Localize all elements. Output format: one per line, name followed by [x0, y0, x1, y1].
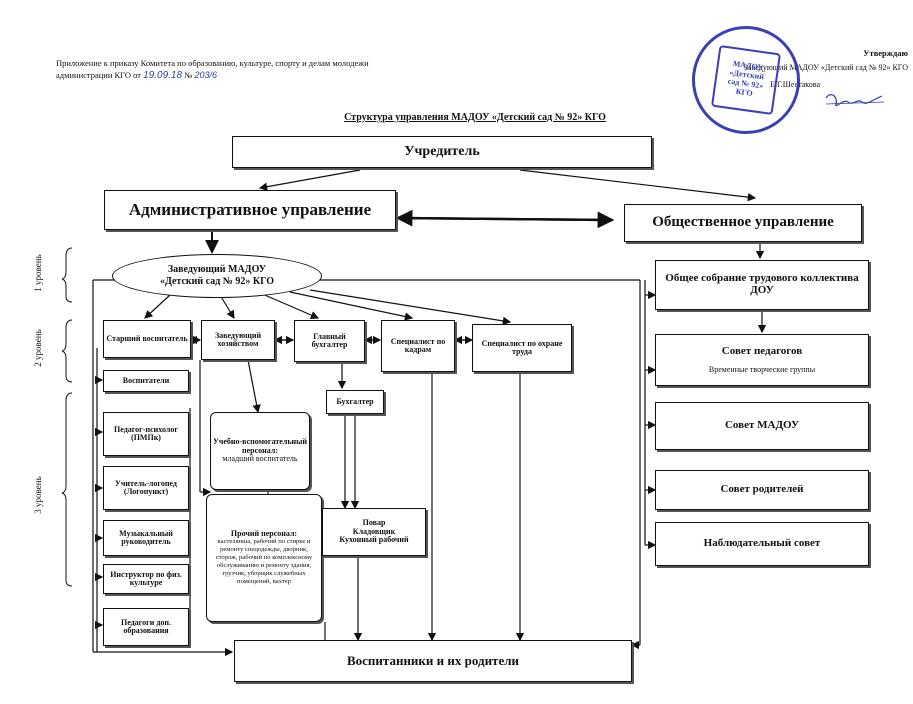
stamp-inner: МАДОУ «Детский сад № 92» КГО: [710, 44, 782, 116]
head-line2: «Детский сад № 92» КГО: [159, 276, 274, 287]
appendix-header: Приложение к приказу Комитета по образов…: [56, 58, 486, 82]
admin-management-label: Административное управление: [128, 200, 372, 220]
accountant-box: Бухгалтер: [326, 390, 384, 414]
head-ellipse: Заведующий МАДОУ «Детский сад № 92» КГО: [112, 254, 322, 298]
level3-item-teachers: Воспитатели: [103, 370, 189, 392]
level3-item-pe-instructor: Инструктор по физ. культуре: [103, 564, 189, 594]
kitchen-staff-box: Повар Кладовщик Кухонный рабочий: [322, 508, 426, 556]
parents-council-label: Совет родителей: [720, 483, 804, 496]
approved-name: Е.Г.Шестакова: [770, 80, 820, 89]
level3-item-psychologist: Педагог-психолог (ПМПк): [103, 412, 189, 456]
appendix-line2: администрации КГО от 19.09.18 № 203/6: [56, 70, 217, 82]
senior-teacher-box: Старший воспитатель: [103, 320, 191, 358]
accountant-label: Бухгалтер: [336, 396, 374, 406]
appendix-no-label: №: [184, 70, 193, 81]
appendix-number: 203/6: [194, 70, 217, 81]
hr-specialist-label: Специалист по кадрам: [390, 336, 446, 354]
creative-groups-label: Временные творческие группы: [708, 364, 816, 374]
founder-box: Учредитель: [232, 136, 652, 168]
supply-manager-box: Заведующий хозяйством: [201, 320, 275, 360]
educational-support-box: Учебно-вспомогательный персонал: младший…: [210, 412, 310, 490]
approved-line: Заведующий МАДОУ «Детский сад № 92» КГО: [744, 63, 908, 72]
signature-scribble: [825, 94, 883, 107]
page-title: Структура управления МАДОУ «Детский сад …: [344, 112, 606, 123]
hr-specialist-box: Специалист по кадрам: [381, 320, 455, 372]
madou-council-box: Совет МАДОУ: [655, 402, 869, 450]
teachers-council-label: Совет педагогов: [721, 345, 803, 358]
pupils-box: Воспитанники и их родители: [234, 640, 632, 682]
chief-accountant-label: Главный бухгалтер: [311, 331, 348, 349]
general-meeting-box: Общее собрание трудового коллектива ДОУ: [655, 260, 869, 310]
public-management-box: Общественное управление: [624, 204, 862, 242]
educational-support-line1: Учебно-вспомогательный персонал:: [212, 437, 308, 455]
supply-manager-label: Заведующий хозяйством: [214, 330, 262, 348]
pupils-label: Воспитанники и их родители: [346, 653, 519, 669]
level-1-label: 1 уровень: [33, 254, 43, 292]
supervisory-board-box: Наблюдательный совет: [655, 522, 869, 566]
supervisory-board-label: Наблюдательный совет: [703, 537, 821, 550]
approved-title: Утверждаю: [863, 48, 908, 58]
general-meeting-label: Общее собрание трудового коллектива ДОУ: [665, 272, 859, 296]
founder-label: Учредитель: [404, 143, 480, 159]
head-line1: Заведующий МАДОУ: [167, 264, 267, 275]
other-staff-title: Прочий персонал:: [230, 529, 298, 539]
other-staff-text: кастелянша, рабочий по стирке и ремонту …: [215, 538, 313, 585]
level3-item-speech-therapist: Учитель-логопед (Логопункт): [103, 466, 189, 510]
teachers-council-box: Совет педагогов Временные творческие гру…: [655, 334, 869, 386]
level3-item-music-director: Музыкальный руководитель: [103, 520, 189, 556]
level-3-label: 3 уровень: [33, 476, 43, 514]
appendix-date: 19.09.18: [143, 70, 183, 82]
level3-item-additional-education: Педагоги доп. образования: [103, 608, 189, 646]
educational-support-line2: младший воспитатель: [222, 454, 298, 464]
chief-accountant-box: Главный бухгалтер: [294, 320, 365, 362]
madou-council-label: Совет МАДОУ: [724, 419, 800, 432]
parents-council-box: Совет родителей: [655, 470, 869, 510]
level-2-label: 2 уровень: [33, 329, 43, 367]
labor-specialist-box: Специалист по охране труда: [472, 324, 572, 372]
public-management-label: Общественное управление: [652, 214, 834, 231]
senior-teacher-label: Старший воспитатель: [106, 333, 188, 343]
other-staff-box: Прочий персонал: кастелянша, рабочий по …: [206, 494, 322, 622]
admin-management-box: Административное управление: [104, 190, 396, 230]
appendix-line1: Приложение к приказу Комитета по образов…: [56, 58, 369, 68]
labor-specialist-label: Специалист по охране труда: [481, 338, 563, 356]
